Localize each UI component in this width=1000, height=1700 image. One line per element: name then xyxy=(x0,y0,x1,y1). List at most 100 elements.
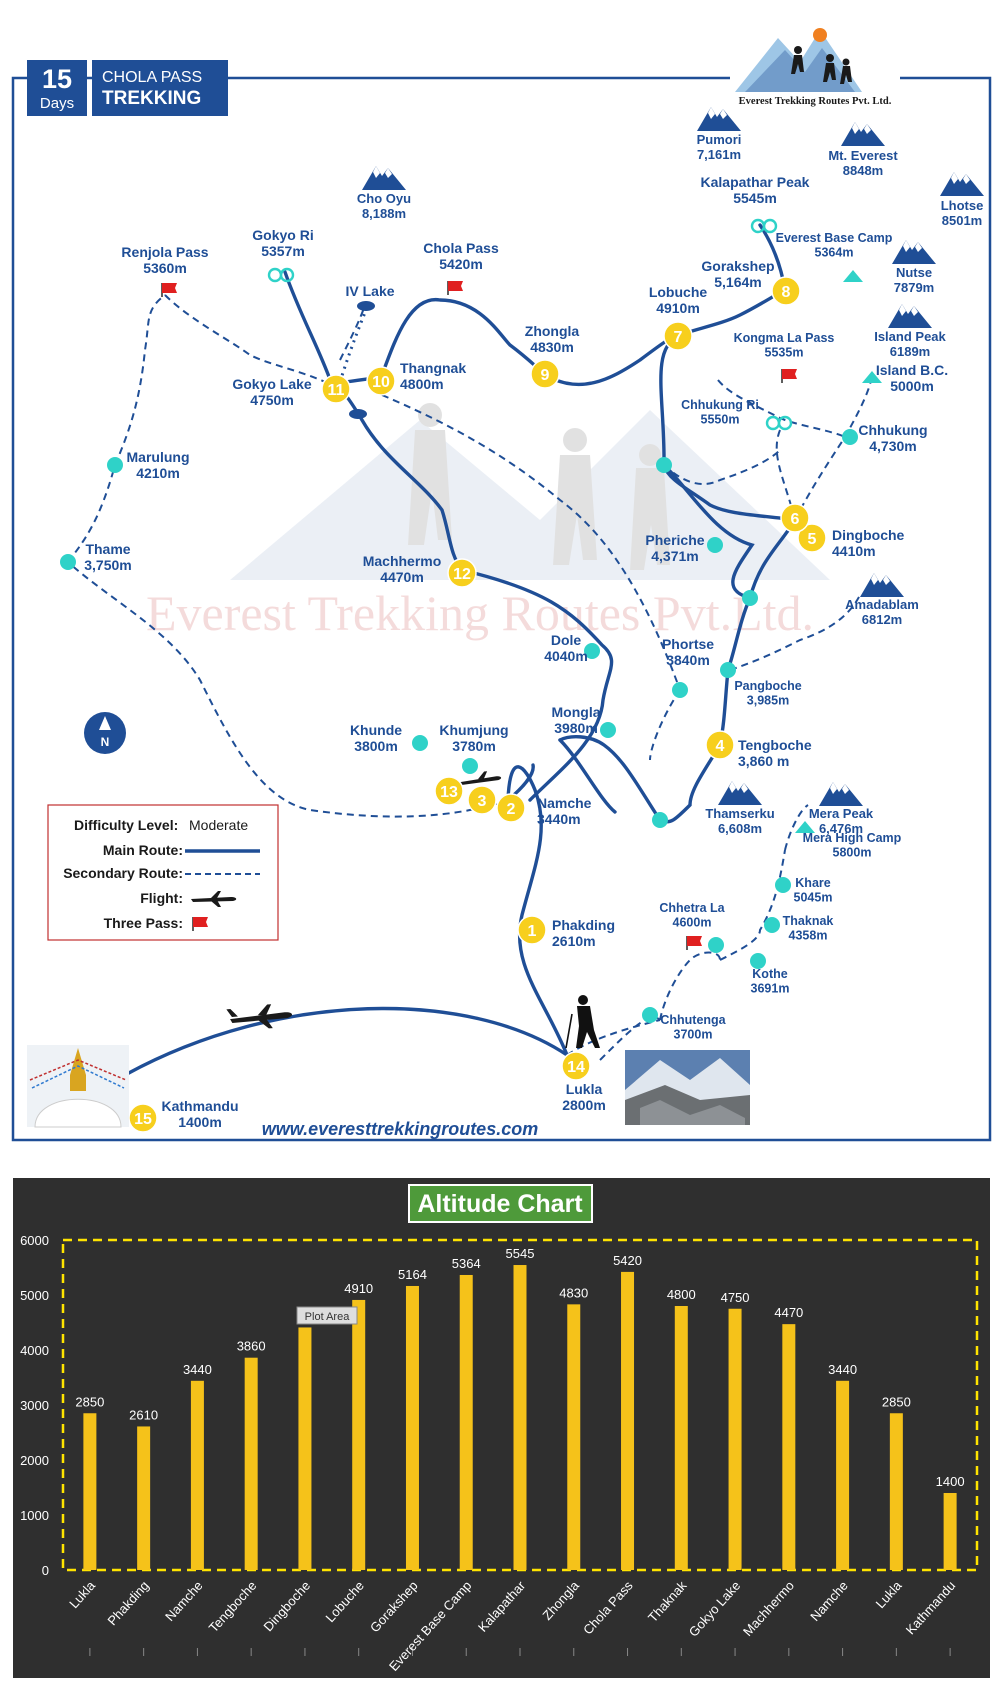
place-alt-label: 4,371m xyxy=(651,548,698,564)
chart-background xyxy=(13,1178,990,1678)
bar-13[interactable] xyxy=(782,1324,796,1570)
bar-value-label: 4750 xyxy=(721,1290,750,1305)
stop-marker-1[interactable]: 1 xyxy=(517,915,547,945)
peak-name-label: Mt. Everest xyxy=(828,148,898,163)
stop-name-label: Dingboche xyxy=(832,527,905,543)
stop-marker-3[interactable]: 3 xyxy=(467,785,497,815)
bar-value-label: 3440 xyxy=(183,1362,212,1377)
bar-value-label: 4910 xyxy=(344,1281,373,1296)
legend-three-pass: Three Pass: xyxy=(104,915,183,931)
place-alt-label: 3980m xyxy=(554,720,598,736)
bar-9[interactable] xyxy=(567,1304,581,1570)
bar-4[interactable] xyxy=(298,1327,312,1570)
stop-number: 5 xyxy=(808,531,817,548)
y-tick-label: 5000 xyxy=(20,1288,49,1303)
place-alt-label: 4040m xyxy=(544,648,588,664)
place-alt-label: 5535m xyxy=(765,346,804,360)
logo-text: Everest Trekking Routes Pvt. Ltd. xyxy=(739,96,892,107)
bar-0[interactable] xyxy=(83,1413,97,1570)
company-logo: Everest Trekking Routes Pvt. Ltd. xyxy=(730,18,900,113)
bar-value-label: 5364 xyxy=(452,1256,481,1271)
place-name-label: Chhetra La xyxy=(659,901,725,915)
place-name-label: Kothe xyxy=(752,967,787,981)
stop-marker-14[interactable]: 14 xyxy=(561,1051,591,1081)
days-number: 15 xyxy=(42,64,72,94)
stop-name-label: Phakding xyxy=(552,917,615,933)
watermark: Everest Trekking Routes Pvt.Ltd. xyxy=(146,403,830,641)
y-tick-label: 0 xyxy=(42,1563,49,1578)
airplane-icon-2 xyxy=(460,771,502,785)
website-url[interactable]: www.everesttrekkingroutes.com xyxy=(262,1119,538,1139)
stop-name-label: Machhermo xyxy=(363,553,442,569)
bar-12[interactable] xyxy=(728,1308,742,1570)
place-alt-label: 3840m xyxy=(666,652,710,668)
place-name-label: Mongla xyxy=(552,704,601,720)
stop-marker-9[interactable]: 9 xyxy=(530,359,560,389)
bar-5[interactable] xyxy=(352,1299,366,1570)
bar-11[interactable] xyxy=(674,1306,688,1570)
legend-airplane-icon xyxy=(191,891,237,907)
trekkers-icon xyxy=(791,46,852,84)
bar-value-label: 5545 xyxy=(506,1246,535,1261)
legend-flight: Flight: xyxy=(140,890,183,906)
place-name-label: Everest Base Camp xyxy=(776,231,893,245)
place-alt-label: 4210m xyxy=(136,465,180,481)
altitude-chart: Altitude Chart 0100020003000400050006000… xyxy=(13,1178,990,1678)
place-alt-label: 3800m xyxy=(354,738,398,754)
map-frame xyxy=(11,76,992,1142)
place-alt-label: 5420m xyxy=(439,256,483,272)
stop-marker-7[interactable]: 7 xyxy=(663,321,693,351)
stop-marker-5[interactable]: 5 xyxy=(797,523,827,553)
bar-3[interactable] xyxy=(244,1357,258,1570)
place-name-label: Chhutenga xyxy=(660,1013,726,1027)
stop-marker-8[interactable]: 8 xyxy=(771,276,801,306)
place-name-label: Renjola Pass xyxy=(121,244,208,260)
stop-marker-4[interactable]: 4 xyxy=(705,730,735,760)
lake-icon xyxy=(357,301,375,311)
place-alt-label: 5000m xyxy=(890,378,934,394)
bar-8[interactable] xyxy=(513,1265,527,1570)
tooltip-text: Plot Area xyxy=(305,1311,351,1323)
bar-16[interactable] xyxy=(943,1493,957,1570)
bar-15[interactable] xyxy=(889,1413,903,1570)
stop-name-label: Kathmandu xyxy=(162,1098,239,1114)
waypoints xyxy=(60,429,858,1023)
stop-number: 14 xyxy=(567,1059,585,1076)
y-tick-label: 3000 xyxy=(20,1398,49,1413)
bar-value-label: 3860 xyxy=(237,1339,266,1354)
stop-marker-15[interactable]: 15 xyxy=(128,1103,158,1133)
bar-1[interactable] xyxy=(137,1426,151,1570)
place-name-label: IV Lake xyxy=(345,283,394,299)
place-alt-label: 5357m xyxy=(261,243,305,259)
stop-marker-13[interactable]: 13 xyxy=(434,776,464,806)
bar-6[interactable] xyxy=(405,1285,419,1570)
bar-7[interactable] xyxy=(459,1274,473,1570)
stop-alt-label: 2800m xyxy=(562,1097,606,1113)
main-route xyxy=(123,223,797,1077)
stop-marker-11[interactable]: 11 xyxy=(321,374,351,404)
stop-number: 7 xyxy=(674,329,683,346)
stop-alt-label: 4750m xyxy=(250,392,294,408)
bar-2[interactable] xyxy=(190,1380,204,1570)
peak-name-label: Mera Peak xyxy=(809,806,874,821)
stop-marker-6[interactable]: 6 xyxy=(780,503,810,533)
bar-14[interactable] xyxy=(836,1380,850,1570)
chart-title-text: Altitude Chart xyxy=(417,1190,583,1218)
legend-difficulty-label: Difficulty Level: xyxy=(74,817,178,833)
place-alt-label: 3,985m xyxy=(747,694,789,708)
place-name-label: Kongma La Pass xyxy=(734,331,835,345)
peak-name-label: Lhotse xyxy=(941,198,984,213)
place-alt-label: 5045m xyxy=(794,891,833,905)
stop-number: 10 xyxy=(372,374,390,391)
stop-name-label: Gorakshep xyxy=(701,258,774,274)
bar-value-label: 1400 xyxy=(936,1474,965,1489)
stop-marker-12[interactable]: 12 xyxy=(447,558,477,588)
peak-alt-label: 6812m xyxy=(862,612,902,627)
stop-number: 6 xyxy=(791,511,800,528)
bar-10[interactable] xyxy=(621,1271,635,1570)
stop-marker-2[interactable]: 2 xyxy=(496,793,526,823)
place-name-label: Mera High Camp xyxy=(803,831,902,845)
stop-marker-10[interactable]: 10 xyxy=(366,366,396,396)
trekker-icon xyxy=(565,995,600,1049)
